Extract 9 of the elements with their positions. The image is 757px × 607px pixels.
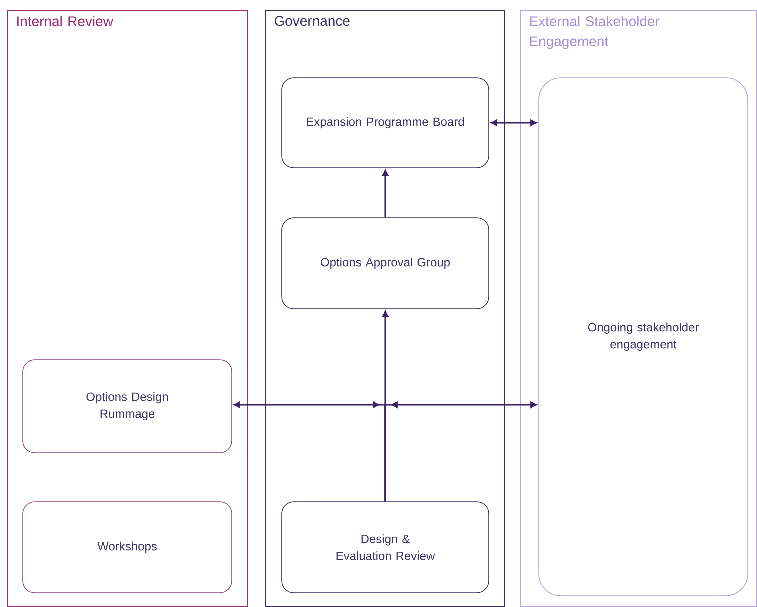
process-box: Options Approval Group (282, 218, 490, 310)
process-box: Design & Evaluation Review (282, 502, 490, 594)
arrow (491, 120, 537, 126)
process-box: Expansion Programme Board (282, 78, 490, 168)
arrow (384, 402, 537, 502)
arrow (382, 170, 389, 218)
process-box: Workshops (22, 502, 232, 594)
process-box: Ongoing stakeholder engagement (538, 78, 748, 596)
process-box: Options Design Rummage (22, 360, 232, 454)
